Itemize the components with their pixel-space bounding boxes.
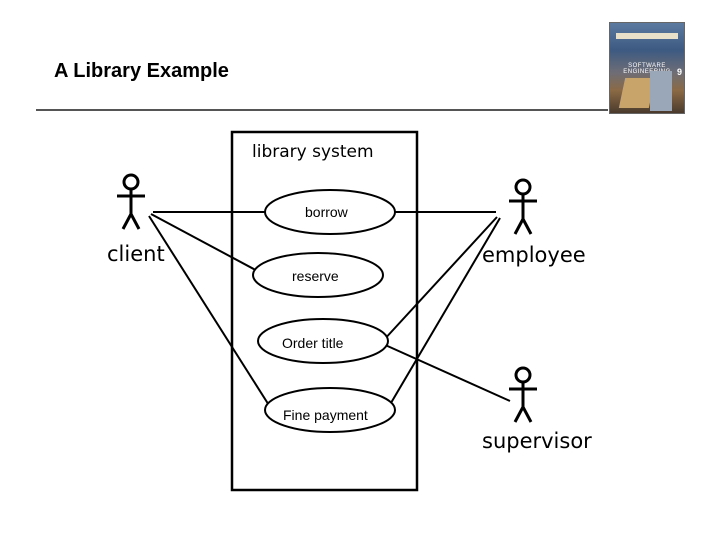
actor-employee-leg-right bbox=[521, 218, 533, 235]
actor-supervisor-leg-left bbox=[513, 406, 525, 423]
actor-employee bbox=[509, 178, 537, 235]
actor-client-label: client bbox=[107, 242, 165, 266]
use-case-borrow-ellipse bbox=[264, 189, 396, 235]
assoc-employee-order-title bbox=[381, 216, 498, 343]
actor-employee-leg-left bbox=[513, 218, 525, 235]
associations bbox=[148, 211, 511, 411]
assoc-employee-fine-payment bbox=[387, 217, 501, 409]
use-case-reserve: reserve bbox=[252, 252, 384, 298]
actor-client-head bbox=[122, 173, 140, 191]
book-cover-band bbox=[616, 33, 678, 39]
actor-supervisor-label: supervisor bbox=[482, 429, 592, 453]
book-cover-image: SOFTWARE ENGINEERING 9 bbox=[609, 22, 685, 114]
actor-client bbox=[117, 173, 145, 230]
actor-client-leg-right bbox=[129, 213, 141, 230]
actor-supervisor-leg-right bbox=[521, 406, 533, 423]
slide-title: A Library Example bbox=[54, 60, 229, 82]
title-divider bbox=[36, 109, 608, 111]
use-case-order-title: Order title bbox=[257, 318, 389, 364]
use-case-fine-payment-ellipse bbox=[264, 387, 396, 433]
book-cover-tower bbox=[650, 71, 672, 111]
use-case-borrow: borrow bbox=[264, 189, 396, 235]
assoc-supervisor-order-title bbox=[382, 343, 511, 402]
assoc-client-fine-payment bbox=[148, 215, 273, 411]
actor-client-leg-left bbox=[121, 213, 133, 230]
book-cover-subtitle: SOFTWARE ENGINEERING bbox=[623, 63, 671, 75]
book-cover-edition: 9 bbox=[676, 67, 682, 77]
use-case-order-title-ellipse bbox=[257, 318, 389, 364]
actor-employee-label: employee bbox=[482, 243, 586, 267]
use-case-order-title-label: Order title bbox=[282, 335, 344, 351]
use-case-reserve-label: reserve bbox=[292, 268, 339, 284]
use-case-borrow-label: borrow bbox=[305, 204, 349, 220]
actor-employee-head bbox=[514, 178, 532, 196]
use-case-fine-payment: Fine payment bbox=[264, 387, 396, 433]
use-case-reserve-ellipse bbox=[252, 252, 384, 298]
system-boundary bbox=[230, 130, 419, 492]
use-case-fine-payment-label: Fine payment bbox=[283, 407, 368, 423]
actor-supervisor bbox=[509, 366, 537, 423]
system-label: library system bbox=[252, 142, 374, 162]
actor-supervisor-head bbox=[514, 366, 532, 384]
